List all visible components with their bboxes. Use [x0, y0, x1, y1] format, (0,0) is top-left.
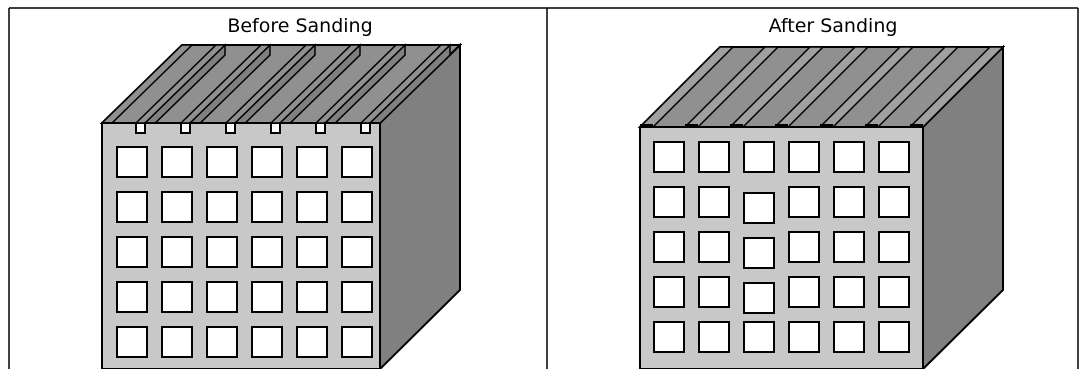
- honeycomb-cell: [251, 146, 283, 178]
- honeycomb-cell: [788, 276, 820, 308]
- rib-top: [179, 44, 272, 124]
- rib-top: [224, 44, 317, 124]
- panel-title-before: Before Sanding: [227, 15, 373, 37]
- honeycomb-cell: [161, 326, 193, 358]
- ribs-before: [100, 43, 452, 135]
- honeycomb-cell: [698, 321, 730, 353]
- honeycomb-cell: [653, 321, 685, 353]
- honeycomb-cell: [878, 321, 910, 353]
- honeycomb-cell: [743, 237, 775, 269]
- honeycomb-cell: [116, 326, 148, 358]
- honeycomb-cell: [653, 186, 685, 218]
- honeycomb-cell: [833, 141, 865, 173]
- honeycomb-cell: [206, 326, 238, 358]
- honeycomb-cell: [251, 191, 283, 223]
- honeycomb-cell: [341, 281, 373, 313]
- honeycomb-cell: [743, 321, 775, 353]
- rib-top: [269, 44, 362, 124]
- honeycomb-cell: [833, 321, 865, 353]
- honeycomb-cell: [341, 191, 373, 223]
- cells-after: [653, 141, 910, 353]
- honeycomb-cell: [296, 191, 328, 223]
- honeycomb-cell: [296, 146, 328, 178]
- rib-top: [314, 44, 407, 124]
- honeycomb-cell: [251, 326, 283, 358]
- honeycomb-cell: [116, 236, 148, 268]
- block-front-face: [639, 126, 924, 369]
- honeycomb-cell: [878, 186, 910, 218]
- honeycomb-cell: [653, 141, 685, 173]
- honeycomb-cell: [116, 191, 148, 223]
- honeycomb-cell: [788, 231, 820, 263]
- honeycomb-cell: [161, 191, 193, 223]
- honeycomb-cell: [161, 146, 193, 178]
- honeycomb-cell: [833, 276, 865, 308]
- honeycomb-cell: [206, 236, 238, 268]
- honeycomb-cell: [698, 276, 730, 308]
- honeycomb-cell: [341, 236, 373, 268]
- rib-top: [134, 44, 227, 124]
- honeycomb-cell: [251, 281, 283, 313]
- honeycomb-cell: [833, 186, 865, 218]
- block-after: [637, 44, 1006, 369]
- table-borders: [8, 7, 1079, 369]
- honeycomb-cell: [296, 236, 328, 268]
- honeycomb-cell: [788, 186, 820, 218]
- honeycomb-cell: [788, 321, 820, 353]
- honeycomb-cell: [878, 276, 910, 308]
- rib-top: [359, 44, 452, 124]
- honeycomb-cell: [698, 186, 730, 218]
- honeycomb-cell: [698, 231, 730, 263]
- honeycomb-cell: [743, 192, 775, 224]
- honeycomb-cell: [653, 231, 685, 263]
- honeycomb-cell: [161, 236, 193, 268]
- honeycomb-cell: [296, 281, 328, 313]
- honeycomb-cell: [206, 146, 238, 178]
- honeycomb-cell: [743, 282, 775, 314]
- panel-title-after: After Sanding: [768, 15, 898, 37]
- honeycomb-cell: [206, 281, 238, 313]
- honeycomb-cell: [341, 326, 373, 358]
- honeycomb-cell: [878, 231, 910, 263]
- honeycomb-cell: [116, 146, 148, 178]
- honeycomb-cell: [788, 141, 820, 173]
- honeycomb-cell: [251, 236, 283, 268]
- honeycomb-cell: [743, 141, 775, 173]
- honeycomb-cell: [116, 281, 148, 313]
- honeycomb-cell: [653, 276, 685, 308]
- honeycomb-cell: [206, 191, 238, 223]
- honeycomb-cell: [296, 326, 328, 358]
- honeycomb-cell: [698, 141, 730, 173]
- honeycomb-cell: [161, 281, 193, 313]
- block-before: [99, 42, 463, 369]
- cells-before: [116, 146, 373, 358]
- honeycomb-cell: [833, 231, 865, 263]
- honeycomb-cell: [341, 146, 373, 178]
- honeycomb-cell: [878, 141, 910, 173]
